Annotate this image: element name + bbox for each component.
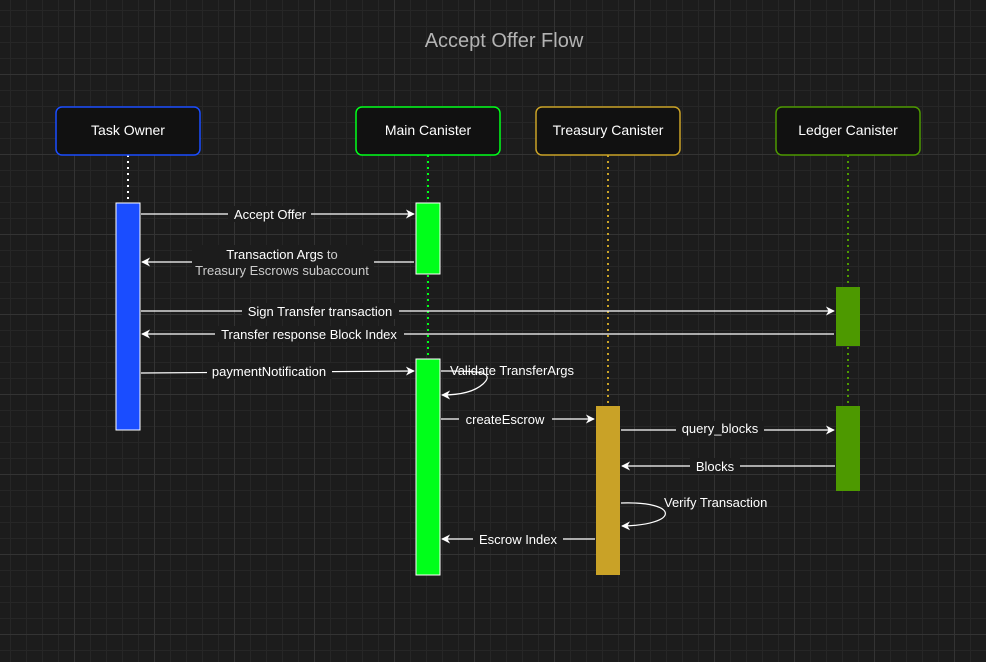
activation-task-owner[interactable]	[115, 202, 141, 431]
label-accept-offer: Accept Offer	[234, 207, 307, 222]
label-escrow-index: Escrow Index	[479, 532, 558, 547]
label-bg-create-escrow	[459, 411, 552, 427]
participant-treasury-canister[interactable]: Treasury Canister	[535, 106, 681, 156]
participant-main-canister[interactable]: Main Canister	[355, 106, 501, 156]
arrow-validate-transfer-args	[440, 370, 488, 400]
label-query-blocks: query_blocks	[682, 421, 759, 436]
label-bg-escrow-index	[473, 531, 563, 547]
label-bg-payment-notification	[207, 363, 332, 379]
diagram-title: Accept Offer Flow	[425, 30, 584, 52]
label-transaction-args: Transaction Args to	[226, 247, 338, 262]
participant-task-owner[interactable]: Task Owner	[55, 106, 201, 156]
activation-treasury-canister[interactable]	[596, 406, 620, 575]
label-create-escrow: createEscrow	[466, 412, 545, 427]
participant-main-canister-label: Main Canister	[385, 122, 472, 138]
arrow-verify-transaction	[620, 502, 666, 531]
label-bg-query-blocks	[676, 421, 764, 437]
label-verify-transaction: Verify Transaction	[664, 495, 767, 510]
label-bg-blocks	[690, 458, 740, 474]
label-bg-transfer-response	[215, 326, 404, 342]
label-bg-accept-offer	[228, 206, 311, 222]
label-bg-sign-transfer	[242, 303, 399, 319]
label-sign-transfer: Sign Transfer transaction	[248, 304, 393, 319]
activation-main-canister-1[interactable]	[415, 202, 441, 275]
label-transfer-response: Transfer response Block Index	[221, 327, 397, 342]
label-bg-transaction-args	[192, 245, 374, 279]
activation-ledger-canister-2[interactable]	[836, 406, 860, 491]
label-transaction-args-suffix: to	[323, 247, 337, 262]
label-validate-transfer-args: Validate TransferArgs	[450, 363, 575, 378]
label-transaction-args-primary: Transaction Args	[226, 247, 324, 262]
activation-main-canister-2[interactable]	[415, 358, 441, 576]
activation-ledger-canister-1[interactable]	[836, 287, 860, 346]
participant-treasury-canister-label: Treasury Canister	[553, 122, 664, 138]
label-payment-notification: paymentNotification	[212, 364, 326, 379]
participant-task-owner-label: Task Owner	[91, 122, 165, 138]
participant-ledger-canister[interactable]: Ledger Canister	[775, 106, 921, 156]
label-blocks: Blocks	[696, 459, 735, 474]
participant-ledger-canister-label: Ledger Canister	[798, 122, 898, 138]
label-transaction-args-line2: Treasury Escrows subaccount	[195, 263, 369, 278]
